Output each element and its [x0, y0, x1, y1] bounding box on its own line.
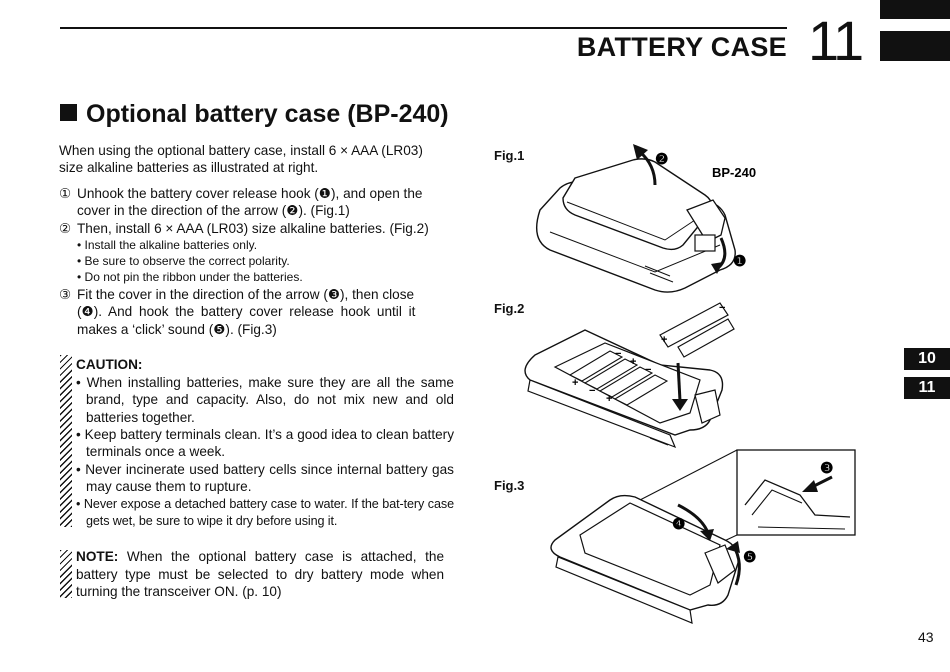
arrow-head	[711, 262, 723, 274]
hook-latch	[694, 234, 716, 252]
fig1-illustration: ❷ ❶ BP-240	[536, 144, 756, 293]
fig2-label: Fig.2	[494, 301, 525, 316]
arrow-head	[726, 541, 740, 553]
batteries-installed	[568, 350, 669, 406]
case-base	[527, 379, 677, 449]
step-line: Then, install 6 × AAA (LR03) size alkali…	[77, 221, 429, 236]
case-edge	[549, 231, 721, 273]
inset-detail	[751, 489, 803, 516]
side-tab-chapter-10[interactable]: 10	[904, 348, 950, 370]
minus-sign: −	[615, 348, 621, 360]
step-3: ③ Fit the cover in the direction of the …	[59, 286, 449, 338]
model-label: BP-240	[712, 165, 756, 180]
case-groove	[649, 272, 674, 283]
intro-line: size alkaline batteries as illustrated a…	[59, 160, 319, 176]
intro-paragraph: When using the optional battery case, in…	[59, 142, 449, 177]
note-text: When the optional battery case is attach…	[76, 549, 444, 600]
arrow-head	[633, 144, 648, 160]
arrow-head	[700, 529, 714, 541]
inset-leader	[639, 449, 738, 501]
step-number: ②	[59, 221, 72, 236]
marker-3: ❸	[820, 460, 833, 477]
arrow-head	[672, 399, 688, 411]
inset-detail	[757, 526, 846, 530]
minus-sign: −	[589, 385, 595, 397]
caution-text: Never expose a detached battery case to …	[83, 497, 454, 529]
intro-line: When using the optional battery case, in…	[59, 143, 423, 158]
plus-sign: +	[572, 377, 578, 389]
step-line: Unhook the battery cover release hook (❶…	[77, 186, 423, 201]
step-2-note: Install the alkaline batteries only.	[77, 238, 258, 253]
battery-cover	[579, 502, 721, 596]
fig3-illustration: ❸ ❹ ❺	[550, 449, 856, 624]
marker-4: ❹	[672, 516, 685, 533]
step-2-note: Do not pin the ribbon under the batterie…	[77, 270, 303, 285]
caution-item: • Keep battery terminals clean. It’s a g…	[76, 427, 454, 460]
release-hook	[704, 544, 736, 584]
header-rule	[60, 27, 787, 29]
caution-item: • Never expose a detached battery case t…	[76, 497, 454, 529]
marker-5: ❺	[743, 549, 756, 566]
plus-sign: +	[630, 356, 636, 368]
chapter-title: BATTERY CASE	[576, 32, 787, 62]
note-hatch	[60, 550, 72, 598]
chapter-number: 11	[808, 9, 864, 72]
inset-detail	[744, 479, 851, 518]
case-base	[555, 556, 693, 624]
step-1: ① Unhook the battery cover release hook …	[59, 185, 449, 220]
side-tab-chapter-11[interactable]: 11	[904, 377, 950, 399]
step-line: (❹). And hook the battery cover release …	[77, 304, 416, 320]
caution-item: • Never incinerate used battery cells si…	[76, 462, 454, 495]
plus-sign: +	[606, 393, 612, 405]
caution-text: Keep battery terminals clean. It’s a goo…	[84, 427, 454, 460]
fig3-label: Fig.3	[494, 478, 525, 493]
loose-batteries	[659, 302, 735, 358]
section-title: Optional battery case (BP-240)	[60, 100, 449, 129]
minus-sign: −	[645, 364, 651, 376]
fig1-label: Fig.1	[494, 148, 525, 163]
header-bar-top	[880, 0, 950, 19]
marker-1: ❶	[733, 253, 746, 270]
arrow-head	[802, 480, 818, 492]
caution-text: When installing batteries, make sure the…	[86, 375, 454, 425]
minus-sign: −	[719, 302, 725, 314]
caution-title: CAUTION:	[76, 357, 143, 372]
step-line: Fit the cover in the direction of the ar…	[77, 287, 415, 302]
insert-arrow	[676, 362, 682, 402]
square-bullet-icon	[60, 104, 77, 121]
plus-sign: +	[661, 334, 667, 346]
case-groove	[644, 265, 671, 277]
step-number: ③	[59, 287, 72, 302]
fig2-illustration: + − + − + − + −	[524, 302, 735, 449]
step-line: makes a ‘click’ sound (❺). (Fig.3)	[77, 321, 277, 337]
section-title-text: Optional battery case (BP-240)	[86, 100, 449, 128]
release-hook	[694, 389, 721, 424]
detail-inset	[736, 449, 856, 536]
note-label: NOTE:	[76, 549, 119, 564]
page-number: 43	[918, 629, 934, 645]
caution-text: Never incinerate used battery cells sinc…	[85, 462, 454, 495]
case-groove	[649, 437, 669, 446]
step-number: ①	[59, 186, 72, 201]
note-paragraph: NOTE: When the optional battery case is …	[76, 548, 444, 601]
marker-2: ❷	[655, 151, 668, 168]
step-line: cover in the direction of the arrow (❷).…	[77, 203, 350, 219]
caution-item: • When installing batteries, make sure t…	[76, 375, 454, 425]
header-bar-bottom	[880, 31, 950, 61]
step-2-note: Be sure to observe the correct polarity.	[77, 254, 290, 269]
step-2: ② Then, install 6 × AAA (LR03) size alka…	[59, 220, 449, 237]
caution-hatch	[60, 355, 72, 527]
